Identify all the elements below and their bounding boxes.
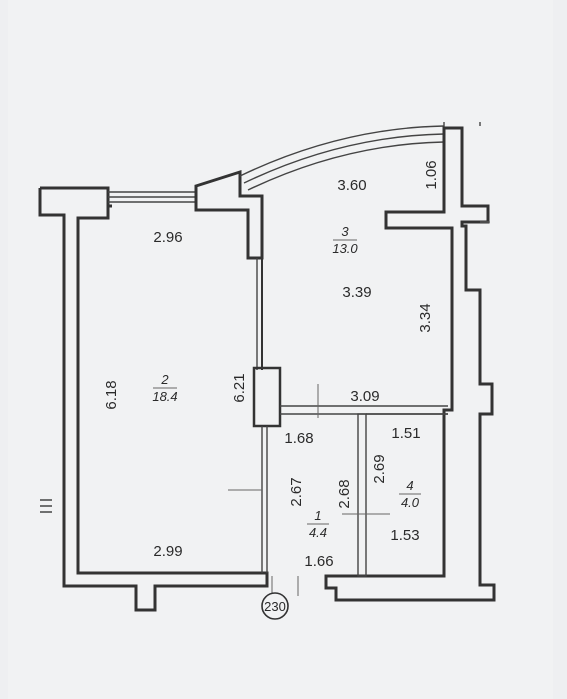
room-1-number: 1 — [314, 508, 321, 523]
room-3-number: 3 — [341, 224, 349, 239]
dim-bath-bottom: 1.53 — [390, 527, 419, 544]
dim-living-left: 6.18 — [103, 380, 120, 409]
dim-kitchen-top: 3.60 — [337, 177, 366, 194]
interior-walls — [228, 258, 448, 596]
dim-hall-bottom: 1.66 — [304, 553, 333, 570]
dim-kitchen-right: 3.34 — [417, 303, 434, 332]
dimension-labels: 2.96 2.99 6.18 6.21 3.60 1.06 3.39 3.34 … — [103, 160, 440, 570]
dim-bath-top: 1.51 — [391, 425, 420, 442]
paper-sheet — [8, 0, 553, 699]
room-2-area: 18.4 — [152, 389, 177, 404]
dim-hall-top: 1.68 — [284, 430, 313, 447]
dim-kitchen-bottom: 3.09 — [350, 388, 379, 405]
dim-bath-left: 2.69 — [371, 454, 388, 483]
room-2-number: 2 — [160, 372, 169, 387]
axis-marker-label: 230 — [264, 599, 286, 614]
exterior-walls — [38, 122, 496, 612]
dim-hall-right: 2.68 — [336, 479, 353, 508]
room-4-area: 4.0 — [401, 495, 420, 510]
room-4-number: 4 — [406, 478, 413, 493]
room-1-area: 4.4 — [309, 525, 327, 540]
dim-hall-left: 2.67 — [288, 477, 305, 506]
dim-balcony-depth: 1.06 — [423, 160, 440, 189]
room-labels: 2 18.4 3 13.0 1 4.4 4 4.0 — [152, 224, 421, 540]
room-3-area: 13.0 — [332, 241, 358, 256]
dim-kitchen-mid: 3.39 — [342, 284, 371, 301]
axis-marker: 230 — [261, 592, 289, 620]
dim-living-right: 6.21 — [231, 373, 248, 402]
dim-living-top: 2.96 — [153, 229, 182, 246]
dim-living-bottom: 2.99 — [153, 543, 182, 560]
